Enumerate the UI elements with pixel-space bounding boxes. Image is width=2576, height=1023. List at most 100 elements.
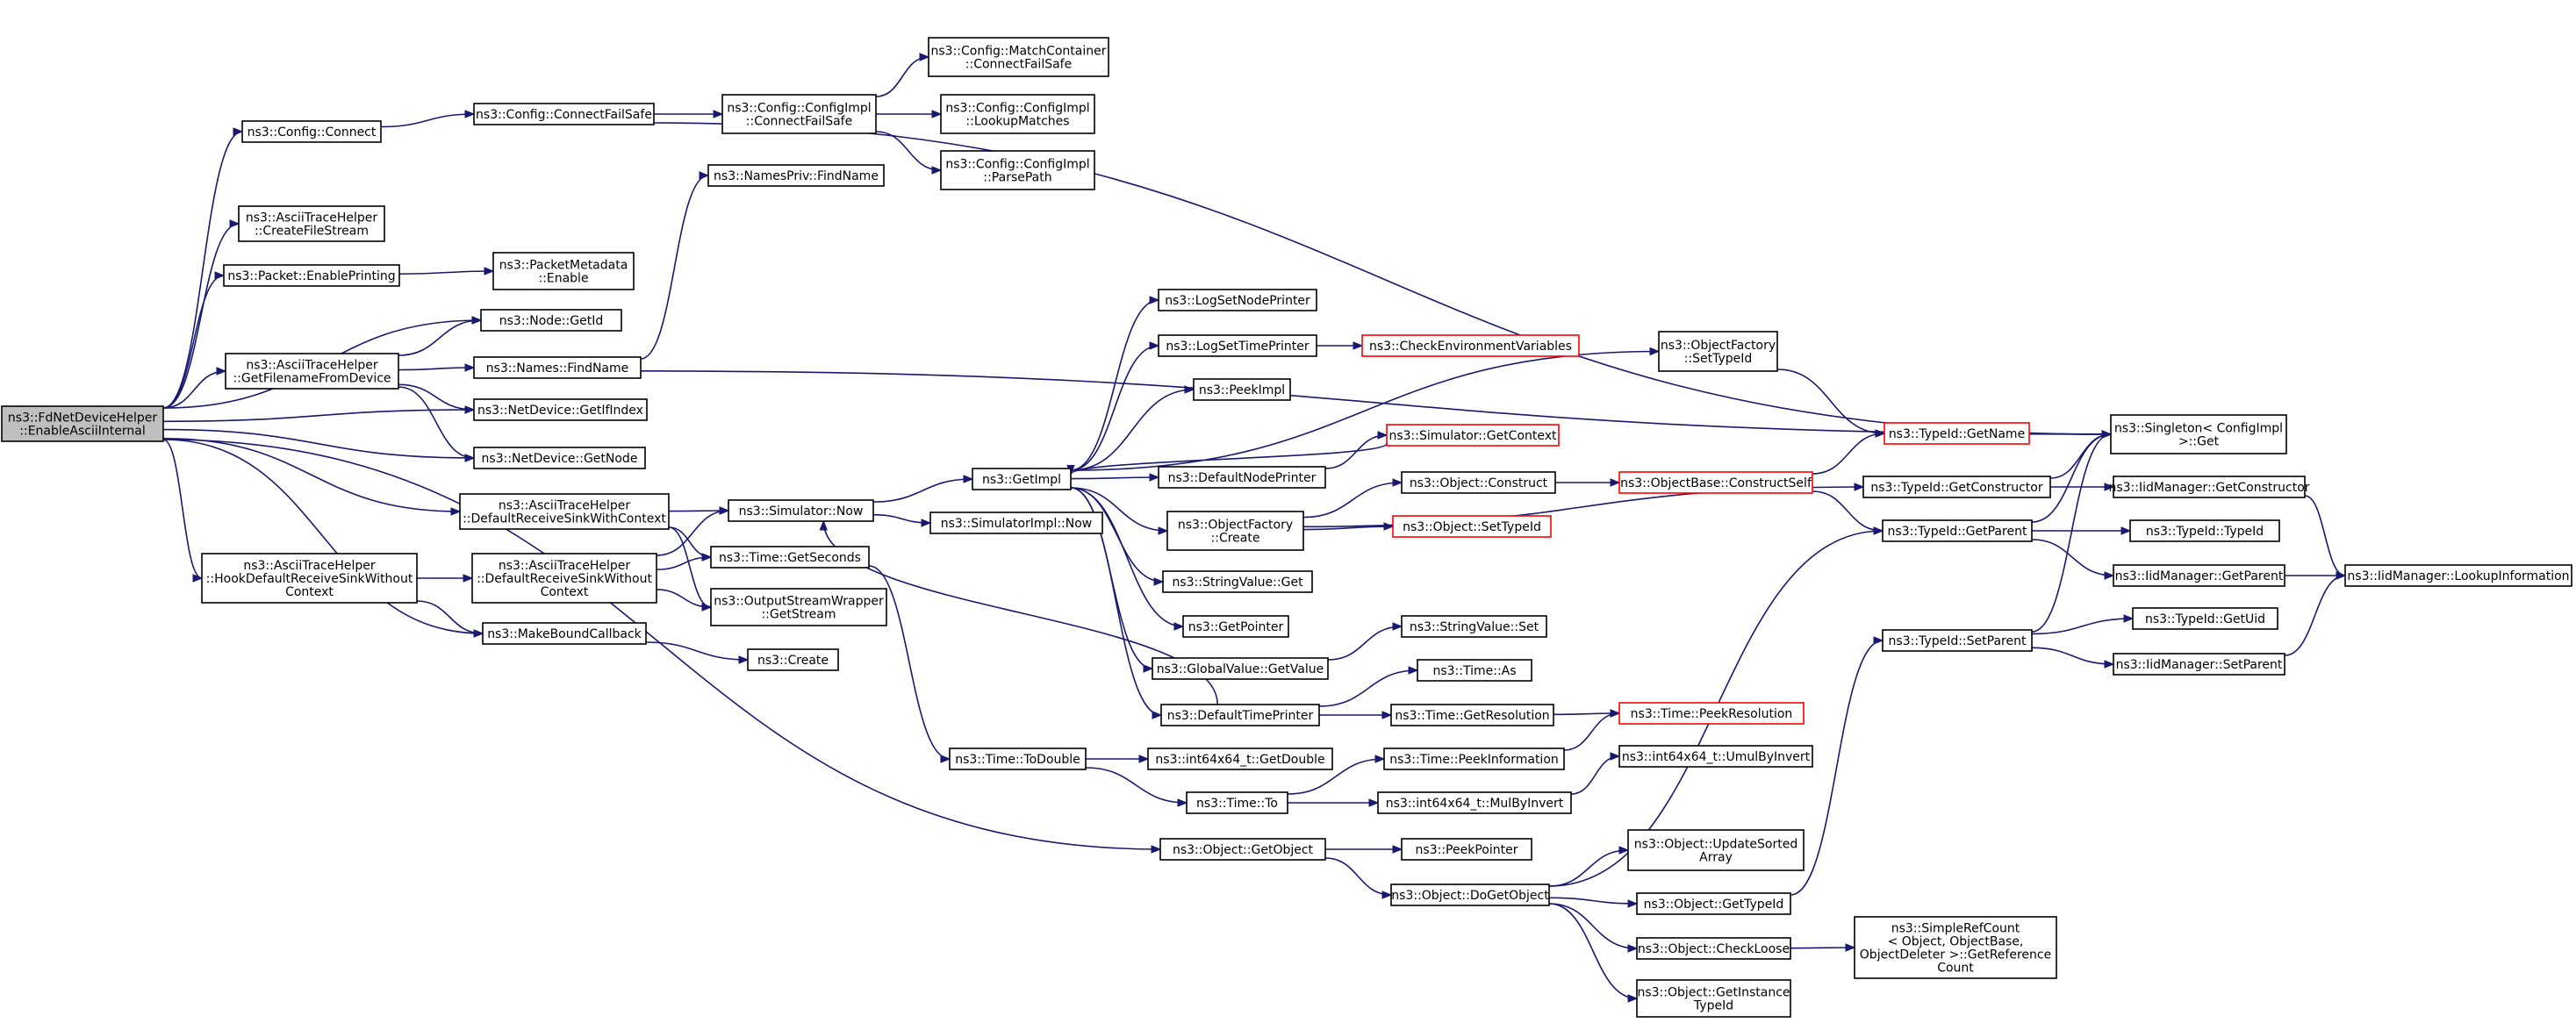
node-peekPointer[interactable]: ns3::PeekPointer: [1401, 838, 1532, 861]
node-typeIdGetConstructor[interactable]: ns3::TypeId::GetConstructor: [1862, 476, 2051, 498]
node-defRecvNoCtx[interactable]: ns3::AsciiTraceHelper::DefaultReceiveSin…: [471, 553, 657, 604]
edge-root-to-enablePrinting: [162, 271, 226, 409]
node-timeTo[interactable]: ns3::Time::To: [1186, 791, 1288, 814]
node-getSeconds[interactable]: ns3::Time::GetSeconds: [710, 546, 870, 569]
node-label-line: ns3::Time::ToDouble: [955, 753, 1080, 767]
node-box: [2110, 414, 2287, 454]
node-typeIdTypeId[interactable]: ns3::TypeId::TypeId: [2129, 519, 2280, 542]
node-iidSetParent[interactable]: ns3::IidManager::SetParent: [2113, 653, 2285, 676]
node-getFilename[interactable]: ns3::AsciiTraceHelper::GetFilenameFromDe…: [225, 353, 399, 390]
node-simGetContext[interactable]: ns3::Simulator::GetContext: [1386, 424, 1560, 447]
node-timeToDouble[interactable]: ns3::Time::ToDouble: [949, 748, 1087, 770]
node-strValueGet[interactable]: ns3::StringValue::Get: [1162, 570, 1313, 593]
node-getImpl[interactable]: ns3::GetImpl: [972, 468, 1072, 490]
node-enablePrinting[interactable]: ns3::Packet::EnablePrinting: [223, 264, 400, 287]
node-cfgConnect[interactable]: ns3::Config::Connect: [241, 120, 382, 143]
node-label-line: ns3::LogSetTimePrinter: [1166, 340, 1310, 354]
node-matchCFS[interactable]: ns3::Config::MatchContainer::ConnectFail…: [928, 37, 1109, 77]
node-label-line: ns3::DefaultNodePrinter: [1168, 471, 1317, 485]
node-label-line: ns3::DefaultTimePrinter: [1167, 709, 1314, 723]
node-label-line: ns3::Node::GetId: [499, 314, 603, 328]
node-box: [1166, 511, 1304, 551]
node-box: [1882, 629, 2033, 652]
node-timePeekRes[interactable]: ns3::Time::PeekResolution: [1618, 702, 1805, 725]
node-cfgCFS[interactable]: ns3::Config::ConnectFailSafe: [473, 103, 655, 125]
node-label-line: ns3::Object::GetObject: [1173, 843, 1314, 857]
node-objFactorySetTypeId[interactable]: ns3::ObjectFactory::SetTypeId: [1658, 331, 1778, 372]
node-namesFind[interactable]: ns3::Names::FindName: [473, 356, 642, 379]
node-label-line: ::ParsePath: [983, 171, 1051, 185]
node-iidGetParent[interactable]: ns3::IidManager::GetParent: [2113, 564, 2285, 587]
node-box: [1618, 471, 1813, 494]
node-objConstruct[interactable]: ns3::Object::Construct: [1401, 471, 1556, 494]
node-makeBound[interactable]: ns3::MakeBoundCallback: [482, 622, 647, 645]
node-pmEnable[interactable]: ns3::PacketMetadata::Enable: [492, 252, 635, 290]
node-lookupMatches[interactable]: ns3::Config::ConfigImpl::LookupMatches: [940, 94, 1095, 134]
node-timePeekInfo[interactable]: ns3::Time::PeekInformation: [1383, 748, 1565, 770]
node-peekImpl[interactable]: ns3::PeekImpl: [1193, 378, 1291, 401]
node-objFactoryCreate[interactable]: ns3::ObjectFactory::Create: [1166, 511, 1304, 551]
node-cfgImplCFS[interactable]: ns3::Config::ConfigImpl::ConnectFailSafe: [721, 94, 877, 134]
node-hookDefault[interactable]: ns3::AsciiTraceHelper::HookDefaultReceiv…: [201, 553, 418, 604]
node-typeIdGetUid[interactable]: ns3::TypeId::GetUid: [2132, 607, 2278, 630]
node-label-line: ns3::Time::PeekResolution: [1631, 707, 1793, 721]
node-box: [1618, 702, 1805, 725]
node-create[interactable]: ns3::Create: [747, 648, 839, 671]
node-checkEnv[interactable]: ns3::CheckEnvironmentVariables: [1361, 334, 1580, 357]
node-typeIdGetName[interactable]: ns3::TypeId::GetName: [1884, 422, 2030, 445]
node-timeGetRes[interactable]: ns3::Time::GetResolution: [1390, 704, 1554, 726]
node-globalValueGet[interactable]: ns3::GlobalValue::GetValue: [1152, 657, 1329, 680]
node-logTimePrinter[interactable]: ns3::LogSetTimePrinter: [1158, 334, 1317, 357]
node-int64UmulByInv[interactable]: ns3::int64x64_t::UmulByInvert: [1618, 745, 1813, 768]
node-objGetTypeId[interactable]: ns3::Object::GetTypeId: [1636, 892, 1791, 915]
node-defTimePrinter[interactable]: ns3::DefaultTimePrinter: [1160, 704, 1320, 726]
node-defNodePrinter[interactable]: ns3::DefaultNodePrinter: [1158, 466, 1326, 489]
node-nodeGetId[interactable]: ns3::Node::GetId: [480, 309, 622, 332]
node-label-line: ns3::NetDevice::GetIfIndex: [477, 404, 643, 418]
node-defRecvCtx[interactable]: ns3::AsciiTraceHelper::DefaultReceiveSin…: [459, 493, 670, 530]
node-getPointer[interactable]: ns3::GetPointer: [1182, 615, 1289, 638]
node-parsePath[interactable]: ns3::Config::ConfigImpl::ParsePath: [940, 150, 1095, 190]
node-label-line: ::Create: [1211, 532, 1260, 546]
node-box: [1417, 659, 1532, 682]
node-singletonGet[interactable]: ns3::Singleton< ConfigImpl >::Get: [2110, 414, 2287, 454]
node-label-line: ns3::Packet::EnablePrinting: [227, 269, 395, 283]
node-getNode[interactable]: ns3::NetDevice::GetNode: [473, 447, 646, 469]
node-box: [2113, 653, 2285, 676]
node-label-line: ns3::PeekPointer: [1416, 843, 1518, 857]
node-getIfIndex[interactable]: ns3::NetDevice::GetIfIndex: [473, 398, 648, 421]
node-iidGetConstructor[interactable]: ns3::IidManager::GetConstructor: [2108, 476, 2310, 498]
node-logNodePrinter[interactable]: ns3::LogSetNodePrinter: [1158, 289, 1317, 311]
node-typeIdGetParent[interactable]: ns3::TypeId::GetParent: [1882, 519, 2033, 542]
edge-logTimePrinter-to-checkEnv: [1317, 341, 1364, 350]
node-simImplNow[interactable]: ns3::SimulatorImpl::Now: [929, 512, 1103, 534]
node-label-line: ns3::Time::To: [1196, 797, 1278, 811]
node-objBaseConstructSelf[interactable]: ns3::ObjectBase::ConstructSelf: [1618, 471, 1813, 494]
node-box: [1636, 979, 1791, 1018]
node-objGetObject[interactable]: ns3::Object::GetObject: [1159, 838, 1326, 861]
node-int64GetDouble[interactable]: ns3::int64x64_t::GetDouble: [1147, 748, 1333, 770]
node-label-line: ns3::IidManager::SetParent: [2116, 658, 2283, 672]
node-label-line: ::DefaultReceiveSinkWithout: [477, 572, 652, 586]
node-typeIdSetParent[interactable]: ns3::TypeId::SetParent: [1882, 629, 2033, 652]
node-objCheckLoose[interactable]: ns3::Object::CheckLoose: [1636, 937, 1791, 960]
node-label-line: ns3::SimulatorImpl::Now: [941, 517, 1093, 531]
node-strValueSet[interactable]: ns3::StringValue::Set: [1401, 615, 1547, 638]
node-int64MulByInv[interactable]: ns3::int64x64_t::MulByInvert: [1377, 791, 1572, 814]
node-iidLookupInfo[interactable]: ns3::IidManager::LookupInformation: [2344, 564, 2572, 587]
node-root[interactable]: ns3::FdNetDeviceHelper::EnableAsciiInter…: [1, 405, 164, 442]
node-simpleRefCount[interactable]: ns3::SimpleRefCount< Object, ObjectBase,…: [1854, 916, 2057, 979]
node-label-line: < Object, ObjectBase,: [1888, 935, 2024, 949]
node-label-line: ns3::SimpleRefCount: [1891, 922, 2020, 936]
node-createFileStream[interactable]: ns3::AsciiTraceHelper::CreateFileStream: [238, 205, 385, 242]
node-objDoGetObject[interactable]: ns3::Object::DoGetObject: [1390, 884, 1550, 906]
node-box: [201, 553, 418, 604]
node-getStream[interactable]: ns3::OutputStreamWrapper::GetStream: [710, 588, 887, 626]
node-timeAs[interactable]: ns3::Time::As: [1417, 659, 1532, 682]
node-namesPrivFind[interactable]: ns3::NamesPriv::FindName: [707, 164, 885, 187]
edge-iidGetConstructor-to-iidLookupInfo: [2304, 495, 2347, 580]
node-simNow[interactable]: ns3::Simulator::Now: [728, 499, 874, 522]
node-objSetTypeId[interactable]: ns3::Object::SetTypeId: [1392, 515, 1552, 538]
